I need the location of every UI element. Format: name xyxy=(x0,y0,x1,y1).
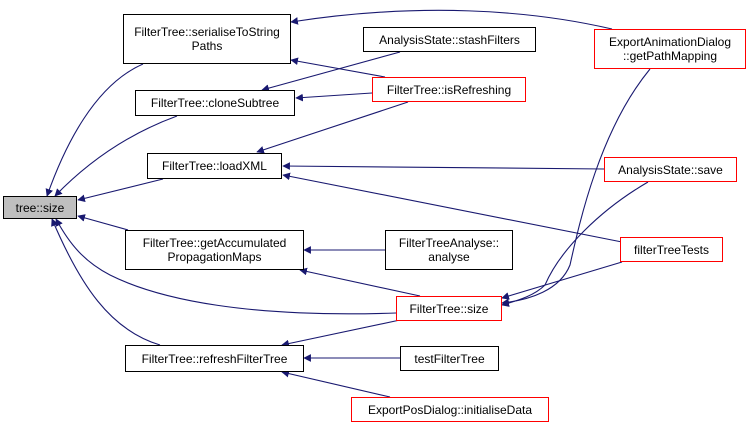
node-filtertree-clonesubtree[interactable]: FilterTree::cloneSubtree xyxy=(135,90,295,116)
node-analysisstate-stashfilters[interactable]: AnalysisState::stashFilters xyxy=(363,27,536,52)
edge-serialise-to-tree-size xyxy=(45,63,144,197)
edge-filtertreetests-to-filtertree-size xyxy=(501,261,623,300)
node-filtertreetests[interactable]: filterTreeTests xyxy=(620,237,723,262)
edge-stashfilters-to-clonesubtree xyxy=(261,51,401,92)
node-exportposdialog-initialisedata[interactable]: ExportPosDialog::initialiseData xyxy=(351,397,549,422)
edge-getpathmapping-to-filtertree-size xyxy=(501,68,651,307)
edge-save-to-loadxml xyxy=(282,162,605,170)
edge-refreshfiltertree-to-tree-size xyxy=(51,218,161,346)
edge-filtertreetests-to-loadxml xyxy=(282,172,623,243)
edge-isrefreshing-to-loadxml xyxy=(256,101,409,154)
edge-clonesubtree-to-tree-size xyxy=(54,115,178,197)
edge-save-to-filtertree-size xyxy=(501,181,649,307)
node-filtertreeanalyse-analyse[interactable]: FilterTreeAnalyse:: analyse xyxy=(385,230,513,270)
node-filtertree-serialisetostringpaths[interactable]: FilterTree::serialiseToString Paths xyxy=(123,14,291,64)
edge-initialisedata-to-refreshfiltertree xyxy=(281,369,391,398)
edge-loadxml-to-tree-size xyxy=(77,178,164,203)
node-filtertree-loadxml[interactable]: FilterTree::loadXML xyxy=(147,153,282,179)
node-filtertree-refreshfiltertree[interactable]: FilterTree::refreshFilterTree xyxy=(125,345,304,372)
edge-getaccumulated-to-tree-size xyxy=(77,214,129,231)
edge-filtertree-size-to-getaccumulated xyxy=(299,267,421,297)
node-testfiltertree[interactable]: testFilterTree xyxy=(400,346,499,371)
edge-filtertree-size-to-refreshfiltertree xyxy=(281,319,401,348)
node-filtertree-isrefreshing[interactable]: FilterTree::isRefreshing xyxy=(372,77,526,102)
edge-getpathmapping-to-serialise xyxy=(290,9,613,30)
node-exportanimationdialog-getpathmapping[interactable]: ExportAnimationDialog ::getPathMapping xyxy=(594,29,746,69)
node-filtertree-getaccumulatedpropagationmaps[interactable]: FilterTree::getAccumulated PropagationMa… xyxy=(125,230,304,270)
node-analysisstate-save[interactable]: AnalysisState::save xyxy=(604,157,737,182)
node-tree-size: tree::size xyxy=(3,196,77,219)
edge-isrefreshing-to-clonesubtree xyxy=(295,92,373,102)
edge-filtertree-size-to-tree-size xyxy=(55,218,397,315)
node-filtertree-size[interactable]: FilterTree::size xyxy=(396,296,502,321)
edge-isrefreshing-to-serialise xyxy=(290,57,386,78)
